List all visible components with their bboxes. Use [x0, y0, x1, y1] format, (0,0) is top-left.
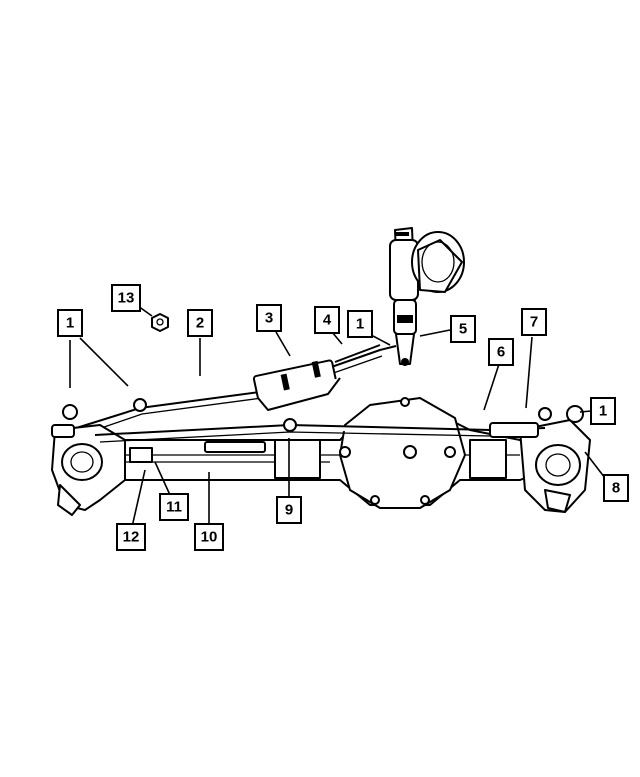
callout-10: 10 [194, 523, 224, 551]
right-steering-knuckle [519, 405, 591, 513]
callout-label: 4 [323, 312, 332, 329]
left-steering-knuckle [51, 404, 126, 516]
leader-lines [69, 305, 606, 528]
callout-13: 13 [111, 284, 141, 312]
callout-label: 13 [118, 290, 135, 307]
callout-label: 8 [612, 480, 620, 497]
callout-8: 8 [603, 474, 629, 502]
callout-label: 3 [265, 310, 273, 327]
callout-12: 12 [116, 523, 146, 551]
callout-label: 2 [196, 315, 204, 332]
drag-link-assembly [69, 344, 397, 439]
callout-label: 1 [356, 316, 364, 333]
callout-7: 7 [521, 308, 547, 336]
nut-13 [151, 313, 169, 332]
callout-label: 5 [459, 321, 467, 338]
callout-4: 4 [314, 306, 340, 334]
callout-label: 1 [66, 315, 74, 332]
callout-label: 11 [166, 499, 182, 516]
callout-label: 6 [497, 344, 505, 361]
axle-housing [94, 397, 546, 509]
callout-9: 9 [276, 496, 302, 524]
callout-3: 3 [256, 304, 282, 332]
callout-11: 11 [159, 493, 189, 521]
callout-label: 1 [599, 403, 607, 420]
callout-5: 5 [450, 315, 476, 343]
callout-2: 2 [187, 309, 213, 337]
callout-label: 12 [123, 529, 140, 546]
callout-1-middle: 1 [347, 310, 373, 338]
tie-rod [94, 398, 546, 463]
callout-1-right: 1 [590, 397, 616, 425]
steering-gear [389, 227, 465, 366]
callout-label: 7 [530, 314, 538, 331]
callout-1-left: 1 [57, 309, 83, 337]
callout-label: 9 [285, 502, 293, 519]
callout-6: 6 [488, 338, 514, 366]
callout-label: 10 [201, 529, 218, 546]
